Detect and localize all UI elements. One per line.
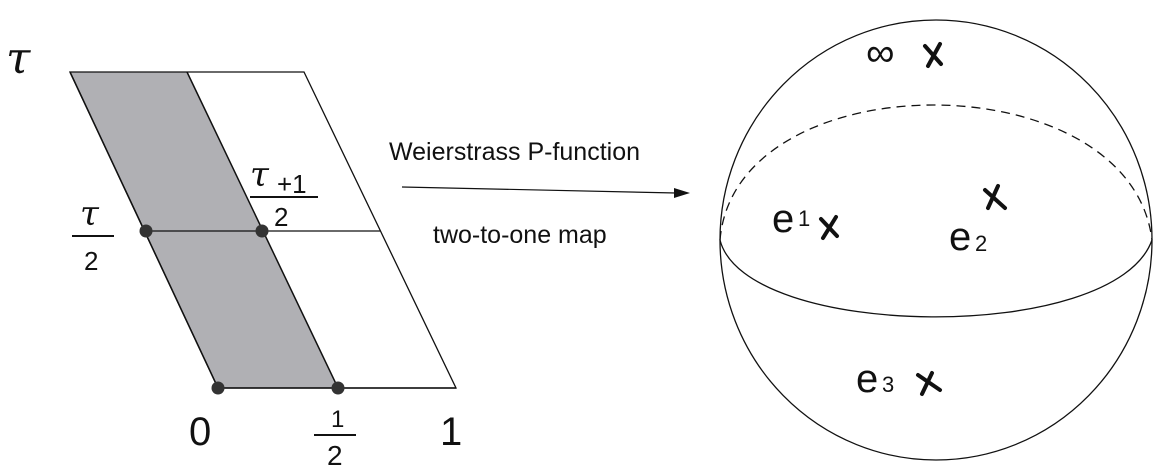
half-numerator: 1 xyxy=(331,406,344,433)
point-origin xyxy=(211,381,225,395)
point-half-tau xyxy=(139,224,153,238)
half-tau-denominator: 2 xyxy=(84,246,98,276)
e2-mark-icon xyxy=(983,184,1007,210)
e2-label: e 2 xyxy=(949,215,987,259)
arrow-bottom-label: two-to-one map xyxy=(433,221,607,249)
equator-back xyxy=(719,104,1153,241)
tau-plus-one-half-label: τ +1 2 xyxy=(250,155,318,232)
riemann-sphere xyxy=(719,19,1153,461)
tau-corner-label: τ xyxy=(6,33,31,84)
tau-plus-one-numerator-tau: τ xyxy=(250,155,270,195)
half-tau-numerator: τ xyxy=(80,194,100,234)
half-label: 1 2 xyxy=(314,406,356,471)
e3-label: e 3 xyxy=(856,357,894,401)
infinity-label: ∞ xyxy=(866,31,895,75)
map-arrow xyxy=(401,186,690,198)
tau-plus-one-denominator: 2 xyxy=(274,202,288,232)
origin-label: 0 xyxy=(189,410,211,454)
point-half xyxy=(331,381,345,395)
e2-base: e xyxy=(949,215,971,259)
shaded-half-domain xyxy=(70,72,338,388)
e3-base: e xyxy=(856,357,878,401)
e1-subscript: 1 xyxy=(798,206,810,231)
arrow-top-label: Weierstrass P-function xyxy=(389,138,640,166)
point-tau-plus-one-half xyxy=(255,224,269,238)
e1-base: e xyxy=(772,197,794,241)
half-denominator: 2 xyxy=(327,440,343,471)
e3-subscript: 3 xyxy=(882,372,894,397)
equator-front xyxy=(719,239,1153,318)
arrow-head xyxy=(674,188,690,198)
e3-mark-icon xyxy=(916,371,942,396)
fundamental-domain xyxy=(68,71,458,395)
half-tau-label: τ 2 xyxy=(72,194,114,276)
tau-plus-one-numerator-plus-one: +1 xyxy=(277,169,307,199)
e2-subscript: 2 xyxy=(975,231,987,256)
one-label: 1 xyxy=(440,410,462,454)
e1-mark-icon xyxy=(819,215,839,240)
e1-label: e 1 xyxy=(772,197,810,241)
infinity-mark-icon xyxy=(923,42,943,68)
arrow-shaft xyxy=(401,186,677,194)
